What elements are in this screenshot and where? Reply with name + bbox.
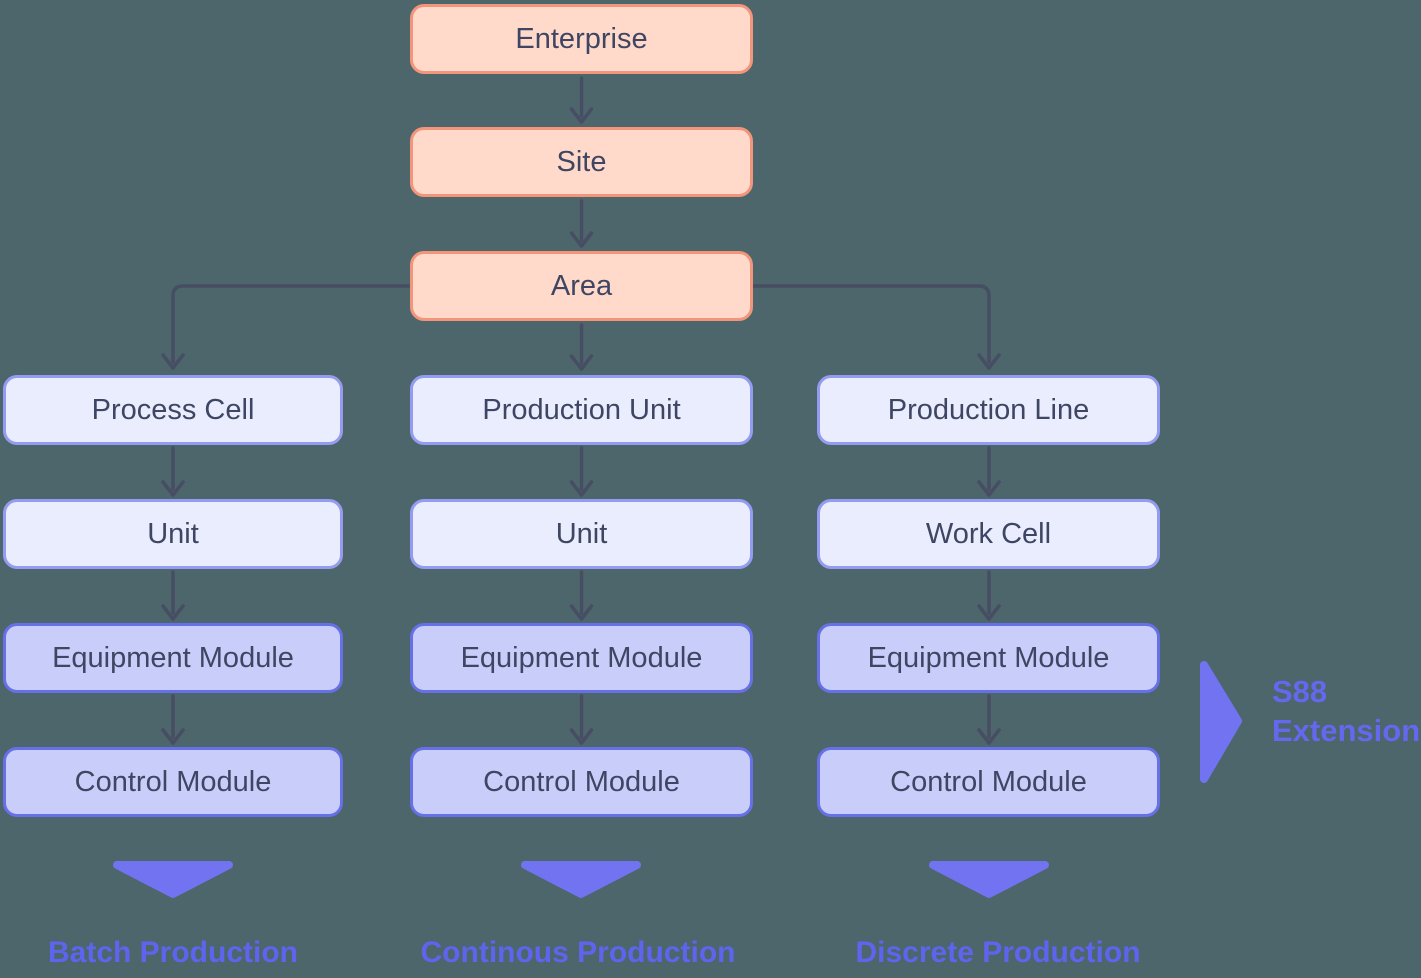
node-unit-left-label: Unit [147,517,199,550]
node-area: Area [410,251,753,321]
node-equipment-module-right-label: Equipment Module [867,641,1110,674]
node-work-cell: Work Cell [817,499,1160,569]
connector-area-to-process-cell [171,284,412,364]
label-continuous-production: Continous Production [420,936,736,969]
node-equipment-module-middle: Equipment Module [410,623,753,693]
node-equipment-module-right: Equipment Module [817,623,1160,693]
node-area-label: Area [550,269,613,302]
node-enterprise: Enterprise [410,4,753,74]
node-work-cell-label: Work Cell [925,517,1052,550]
node-site-label: Site [556,145,607,178]
node-production-unit: Production Unit [410,375,753,445]
node-control-module-middle: Control Module [410,747,753,817]
down-triangle-batch-icon [113,861,233,898]
node-unit-middle-label: Unit [555,517,608,550]
arrowhead-equipment-to-control-module-left-icon [161,728,185,745]
node-control-module-left-label: Control Module [74,765,272,798]
s88-extension-arrow-icon [1200,661,1242,783]
node-unit-middle: Unit [410,499,753,569]
down-triangle-discrete-icon [929,861,1049,898]
s88-extension-annotation: S88 Extension [1272,672,1420,750]
arrowhead-unit-to-equipment-module-middle-icon [569,604,594,621]
label-batch-production: Batch Production [47,936,299,969]
arrowhead-equipment-to-control-module-middle-icon [569,728,594,745]
node-control-module-right-label: Control Module [890,765,1087,798]
s88-extension-line1: S88 [1272,674,1328,709]
down-triangle-continuous-icon [521,861,641,898]
node-control-module-middle-label: Control Module [483,765,680,798]
node-enterprise-label: Enterprise [515,22,648,55]
s88-extension-line2: Extension [1272,713,1421,748]
arrowhead-production-line-to-work-cell-icon [977,480,1001,497]
arrowhead-work-cell-to-equipment-module-right-icon [977,604,1001,621]
node-production-line: Production Line [817,375,1160,445]
arrowhead-enterprise-to-site-icon [569,107,594,124]
arrowhead-area-to-production-unit-icon [569,354,594,371]
arrowhead-process-cell-to-unit-icon [161,480,185,497]
node-equipment-module-middle-label: Equipment Module [460,641,703,674]
arrowhead-area-to-process-cell-icon [161,353,185,370]
node-production-unit-label: Production Unit [482,393,681,426]
connector-area-to-production-line [751,284,991,364]
node-equipment-module-left: Equipment Module [3,623,343,693]
node-control-module-left: Control Module [3,747,343,817]
label-discrete-production: Discrete Production [855,936,1141,969]
node-process-cell: Process Cell [3,375,343,445]
arrowhead-production-unit-to-unit-icon [569,480,594,497]
node-process-cell-label: Process Cell [91,393,255,426]
arrowhead-unit-to-equipment-module-left-icon [161,604,185,621]
node-unit-left: Unit [3,499,343,569]
arrowhead-site-to-area-icon [569,231,594,248]
node-control-module-right: Control Module [817,747,1160,817]
arrowhead-equipment-to-control-module-right-icon [977,728,1001,745]
arrowhead-area-to-production-line-icon [977,353,1001,370]
node-site: Site [410,127,753,197]
node-equipment-module-left-label: Equipment Module [52,641,294,674]
node-production-line-label: Production Line [887,393,1090,426]
